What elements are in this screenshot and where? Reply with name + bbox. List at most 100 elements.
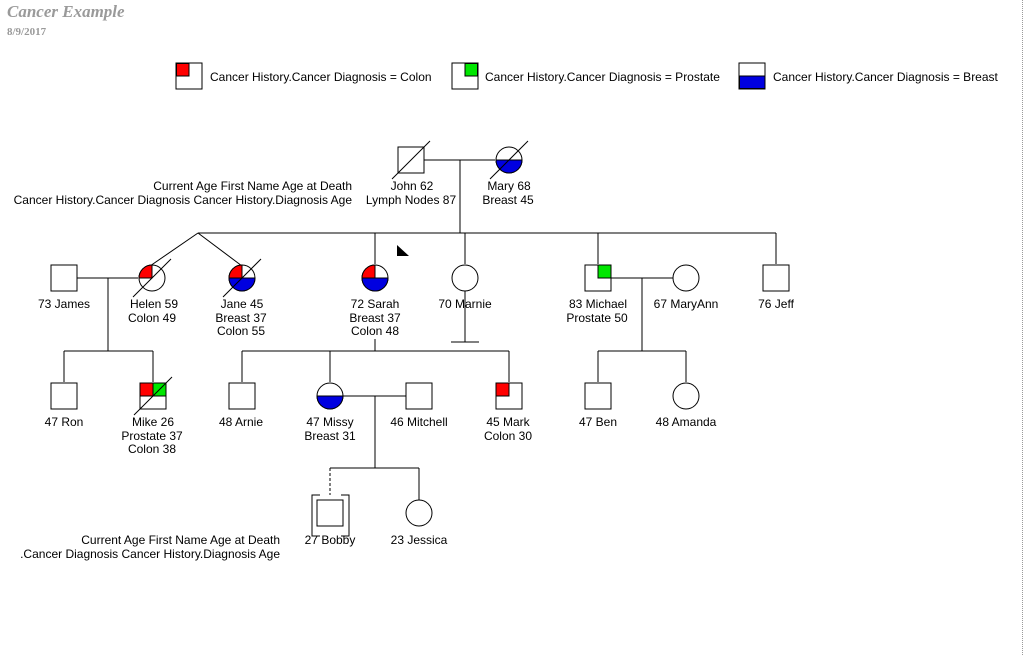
legend-item-breast[interactable]: Cancer History.Cancer Diagnosis = Breast <box>738 62 999 90</box>
person-label-line: 45 Mark <box>486 415 530 429</box>
person-jane[interactable]: Jane 45 Breast 37 Colon 55 <box>215 258 267 338</box>
male-symbol <box>228 382 256 410</box>
adoption-bracket-left <box>311 494 320 537</box>
adoption-bracket-right <box>341 494 350 537</box>
breast-half-fill <box>361 277 389 292</box>
person-label-line: Colon 38 <box>128 442 176 456</box>
person-amanda[interactable]: 48 Amanda <box>656 382 717 429</box>
label-key-2-line-1: Current Age First Name Age at Death <box>81 533 280 547</box>
prostate-quadrant-fill <box>464 63 478 77</box>
person-missy[interactable]: 47 Missy Breast 31 <box>304 382 356 443</box>
page-title: Cancer Example <box>7 2 125 21</box>
person-label-line: 70 Marnie <box>438 297 492 311</box>
colon-quadrant-fill <box>139 382 154 397</box>
person-arnie[interactable]: 48 Arnie <box>219 382 263 429</box>
person-label-line: John 62 <box>391 179 434 193</box>
deceased-slash <box>132 258 172 298</box>
deceased-slash <box>222 258 262 298</box>
person-marnie[interactable]: 70 Marnie <box>438 264 492 311</box>
legend-item-prostate[interactable]: Cancer History.Cancer Diagnosis = Prosta… <box>451 62 720 90</box>
person-label-line: Prostate 50 <box>566 311 628 325</box>
person-jessica[interactable]: 23 Jessica <box>391 499 448 547</box>
person-label-line: 67 MaryAnn <box>654 297 719 311</box>
prostate-quadrant-fill <box>597 264 612 279</box>
person-label-line: 47 Ron <box>45 415 84 429</box>
female-symbol <box>672 382 700 410</box>
breast-half-fill <box>739 75 766 89</box>
label-key-2-line-2: .Cancer Diagnosis Cancer History.Diagnos… <box>20 547 280 561</box>
twin-branch-jane <box>197 232 243 267</box>
person-label-line: Mike 26 <box>132 415 174 429</box>
person-label-line: 46 Mitchell <box>390 415 447 429</box>
person-label-line: Colon 55 <box>217 324 265 338</box>
person-label-line: 83 Michael <box>569 297 627 311</box>
person-label-line: Colon 30 <box>484 429 532 443</box>
person-label-line: 48 Arnie <box>219 415 263 429</box>
label-key-1-line-1: Current Age First Name Age at Death <box>153 179 352 193</box>
person-label-line: Lymph Nodes 87 <box>366 193 457 207</box>
legend: Cancer History.Cancer Diagnosis = Colon … <box>175 62 999 90</box>
person-label-line: 76 Jeff <box>758 297 794 311</box>
person-james[interactable]: 73 James <box>38 264 90 311</box>
deceased-slash <box>489 140 529 180</box>
male-symbol <box>316 499 344 527</box>
person-maryann[interactable]: 67 MaryAnn <box>654 264 719 311</box>
person-label-line: 48 Amanda <box>656 415 717 429</box>
person-label-line: Colon 48 <box>351 324 399 338</box>
twin-branch-helen <box>149 232 199 267</box>
person-label-line: 23 Jessica <box>391 533 448 547</box>
person-label-line: Breast 45 <box>482 193 534 207</box>
breast-half-fill <box>495 159 523 174</box>
person-sarah[interactable]: 72 Sarah Breast 37 Colon 48 <box>349 264 401 338</box>
person-label-line: 47 Ben <box>579 415 617 429</box>
colon-quadrant-fill <box>361 264 376 279</box>
legend-item-colon[interactable]: Cancer History.Cancer Diagnosis = Colon <box>175 62 432 90</box>
female-symbol <box>405 499 433 527</box>
legend-label-prostate: Cancer History.Cancer Diagnosis = Prosta… <box>485 70 720 84</box>
male-symbol <box>50 264 78 292</box>
page-date: 8/9/2017 <box>7 26 47 38</box>
legend-label-colon: Cancer History.Cancer Diagnosis = Colon <box>210 70 432 84</box>
female-symbol <box>672 264 700 292</box>
person-ben[interactable]: 47 Ben <box>579 382 617 429</box>
female-symbol <box>451 264 479 292</box>
person-mark[interactable]: 45 Mark Colon 30 <box>484 382 532 443</box>
person-label-line: Colon 49 <box>128 311 176 325</box>
person-ron[interactable]: 47 Ron <box>45 382 84 429</box>
person-michael[interactable]: 83 Michael Prostate 50 <box>566 264 628 325</box>
male-symbol <box>405 382 433 410</box>
colon-quadrant-fill <box>495 382 510 397</box>
person-label-line: Mary 68 <box>487 179 531 193</box>
person-jeff[interactable]: 76 Jeff <box>758 264 795 311</box>
person-label-line: Jane 45 <box>221 297 264 311</box>
person-label-line: Breast 37 <box>215 311 267 325</box>
person-label-line: 47 Missy <box>306 415 353 429</box>
relationship-lines <box>63 159 777 500</box>
person-mitchell[interactable]: 46 Mitchell <box>390 382 448 429</box>
person-label-line: 73 James <box>38 297 90 311</box>
person-label-line: Helen 59 <box>130 297 178 311</box>
person-label-line: 72 Sarah <box>351 297 400 311</box>
colon-quadrant-fill <box>176 63 190 77</box>
person-mike[interactable]: Mike 26 Prostate 37 Colon 38 <box>121 376 183 456</box>
page-edge <box>1022 0 1024 655</box>
legend-label-breast: Cancer History.Cancer Diagnosis = Breast <box>773 70 999 84</box>
male-symbol <box>50 382 78 410</box>
person-label-line: Prostate 37 <box>121 429 183 443</box>
deceased-slash <box>391 140 431 180</box>
person-label-line: Breast 37 <box>349 311 401 325</box>
person-label-line: Breast 31 <box>304 429 356 443</box>
person-helen[interactable]: Helen 59 Colon 49 <box>128 258 178 325</box>
person-label-line: 27 Bobby <box>305 533 356 547</box>
label-key-1-line-2: Cancer History.Cancer Diagnosis Cancer H… <box>14 193 353 207</box>
male-symbol <box>762 264 790 292</box>
breast-half-fill <box>228 277 256 292</box>
person-mary[interactable]: Mary 68 Breast 45 <box>482 140 534 207</box>
male-symbol <box>584 382 612 410</box>
person-john[interactable]: John 62 Lymph Nodes 87 <box>366 140 457 207</box>
person-bobby[interactable]: 27 Bobby <box>305 494 356 547</box>
cursor-arrow-icon <box>397 245 409 256</box>
breast-half-fill <box>316 395 344 410</box>
deceased-slash <box>133 376 173 416</box>
